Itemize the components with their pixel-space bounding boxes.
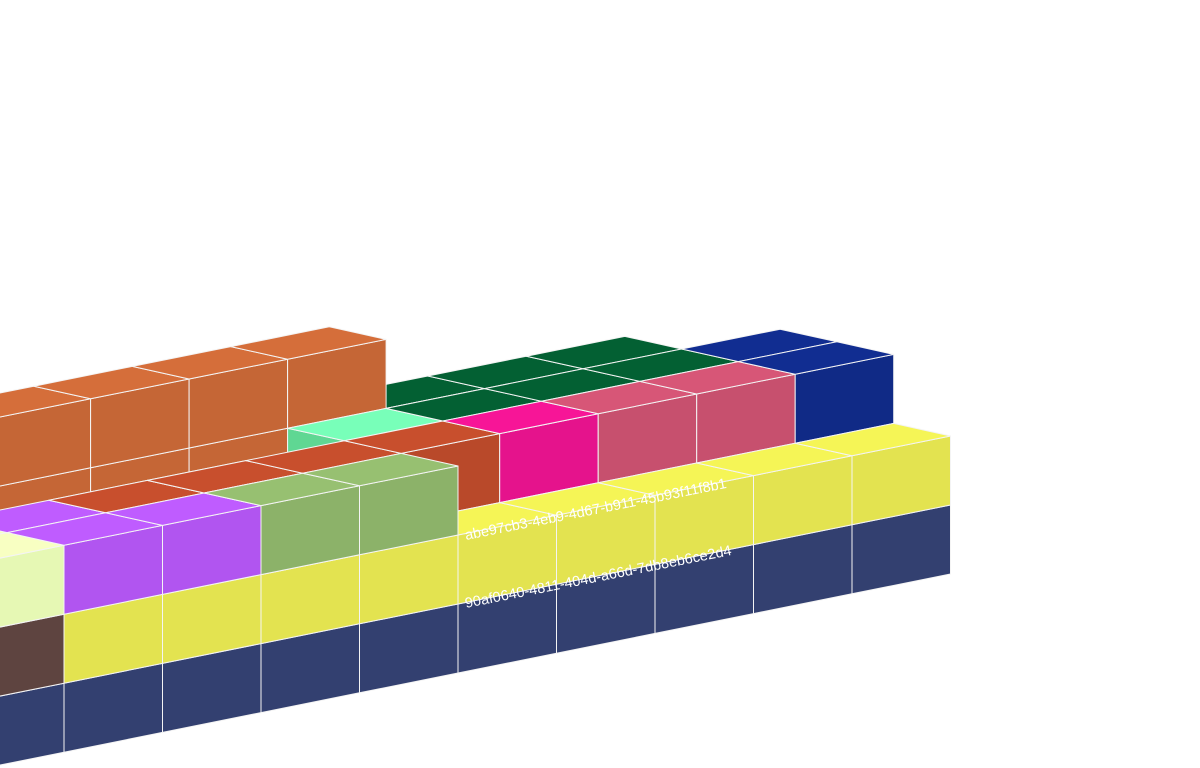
block-cell-rose (639, 361, 796, 464)
block-cell-olive-green (203, 472, 360, 576)
block-cell-magenta (442, 400, 599, 504)
block-cell-orange-wall (131, 346, 289, 449)
block-face-top (230, 326, 387, 360)
block-cell-yellow (499, 482, 656, 585)
block-face-top (302, 452, 459, 487)
block-cell-olive-green (302, 452, 459, 556)
block-cell-purple (105, 492, 262, 595)
block-face-top (737, 341, 895, 375)
block-cell-yellow (696, 442, 853, 546)
block-cell-royal-blue (737, 341, 895, 444)
block-cell-yellow (597, 462, 754, 565)
block-cell-orange-wall (33, 365, 190, 469)
boxes-layer (0, 326, 951, 766)
block-cell-yellow (794, 422, 951, 526)
block-cell-rose (540, 380, 698, 484)
block-cell-orange-wall (230, 326, 387, 429)
block-face-top (794, 422, 951, 457)
